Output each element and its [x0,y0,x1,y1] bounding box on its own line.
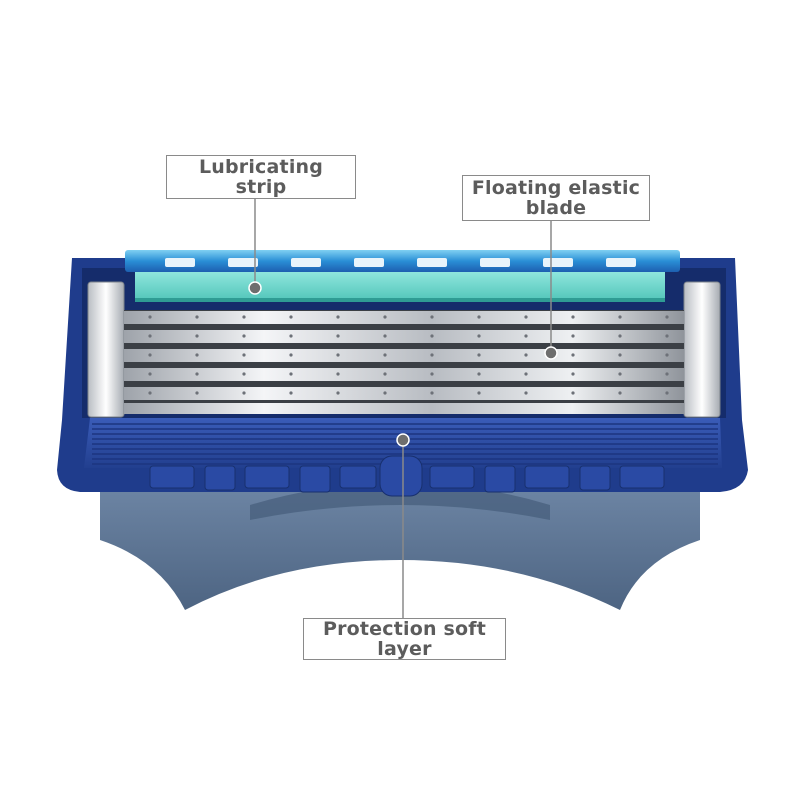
callout-protection-soft-layer: Protection soft layer [303,618,506,660]
blade-dot [289,372,293,376]
blade-dot [477,372,481,376]
callout-lubricating-strip-label: Lubricating strip [198,156,324,198]
back-plate [100,490,700,610]
blade-dot [430,391,434,395]
blade-dot [618,391,622,395]
blade-dot [195,353,199,357]
lubricating-strip [135,272,665,302]
callout-dot-lubricating [248,281,262,295]
blade [124,349,684,362]
blade-dot [665,353,669,357]
callout-dots [248,281,558,447]
blade-dot [477,315,481,319]
blade-dot [430,315,434,319]
blade-dot [618,315,622,319]
blade-dot [571,391,575,395]
side-clip-left [87,281,125,418]
blade-guard-edge [124,403,684,414]
blade-dot [524,391,528,395]
callout-floating-blade-label-line2: blade [525,197,587,219]
blade-dot [242,353,246,357]
blade-dot [336,334,340,338]
blade-dot [242,391,246,395]
callout-dot-protection [396,433,410,447]
lubricating-strip-edge [135,298,665,302]
blade-dot [289,353,293,357]
blade-dot [148,391,152,395]
blade-dot [618,334,622,338]
callout-floating-blade-label-line1: Floating elastic [471,177,641,199]
cap-slots [165,258,636,267]
blade-dot [195,391,199,395]
blade-dot [430,353,434,357]
blade-dot [242,334,246,338]
blade-dot [477,334,481,338]
blade-dot [571,372,575,376]
blade-dot [524,334,528,338]
blade-dot [383,334,387,338]
blade-dot [665,391,669,395]
blade-dot [148,315,152,319]
blade-dots [148,315,669,395]
callout-floating-elastic-blade: Floating elastic blade [462,175,650,221]
blade-dot [571,353,575,357]
blade-dot [665,315,669,319]
blade-dot [665,334,669,338]
blade-dot [242,315,246,319]
blade-dot [618,372,622,376]
blade-dot [289,391,293,395]
blade-dot [336,391,340,395]
callout-protection-soft-layer-label: Protection soft layer [322,618,487,660]
blade-dot [383,315,387,319]
blade-dot [477,353,481,357]
blade-dot [195,372,199,376]
blade-dot [289,315,293,319]
blade-dot [195,334,199,338]
guard-ribs [92,423,718,465]
blade [124,387,684,400]
blade-dot [524,372,528,376]
blade-dot [336,372,340,376]
blade-dot [195,315,199,319]
blade [124,368,684,381]
callout-dot-floating [544,346,558,360]
blade-stack [124,310,684,414]
blade-dot [336,353,340,357]
blade-dot [148,334,152,338]
blade [124,311,684,324]
blade-dot [383,391,387,395]
blade-dot [477,391,481,395]
callout-lines [254,199,552,618]
blade-dot [571,315,575,319]
blade-dot [242,372,246,376]
blade-dot [430,372,434,376]
blade-dot [148,372,152,376]
blade-dot [618,353,622,357]
blade-dot [524,315,528,319]
blade [124,330,684,343]
blue-cap [125,250,680,272]
blade-dot [336,315,340,319]
guard-fins [149,455,665,497]
blade-dot [289,334,293,338]
side-clip-right [683,281,721,418]
blade-dot [383,372,387,376]
blade-dot [430,334,434,338]
blade-dot [665,372,669,376]
blade-dot [383,353,387,357]
blade-dot [571,334,575,338]
callout-lubricating-strip: Lubricating strip [166,155,356,199]
blade-dot [524,353,528,357]
blade-dot [148,353,152,357]
